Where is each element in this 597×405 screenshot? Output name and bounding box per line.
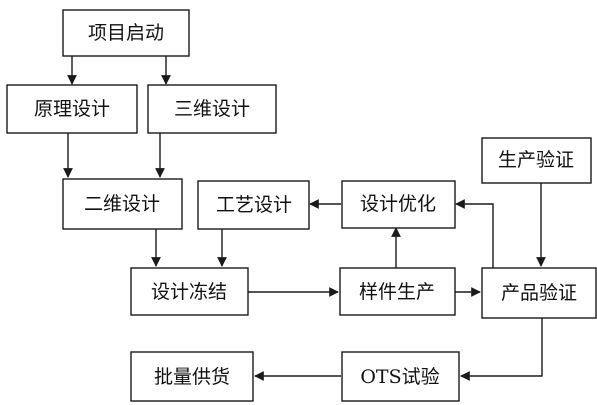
node-design-optimization: 设计优化 [341, 180, 456, 229]
node-label: OTS试验 [360, 366, 439, 388]
node-project-start: 项目启动 [62, 9, 190, 57]
node-label: 生产验证 [498, 149, 574, 171]
node-design-freeze: 设计冻结 [130, 267, 249, 316]
node-label: 二维设计 [84, 193, 160, 215]
node-label: 批量供货 [154, 366, 230, 388]
node-label: 产品验证 [501, 282, 577, 304]
node-product-verification: 产品验证 [481, 267, 597, 319]
node-2d-design: 二维设计 [62, 178, 183, 230]
node-label: 三维设计 [174, 98, 250, 120]
node-label: 项目启动 [88, 22, 164, 44]
node-ots-test: OTS试验 [341, 351, 460, 402]
node-label: 工艺设计 [216, 194, 292, 216]
node-principle-design: 原理设计 [6, 84, 138, 134]
node-batch-supply: 批量供货 [130, 351, 254, 402]
node-label: 设计优化 [360, 193, 436, 215]
node-3d-design: 三维设计 [147, 84, 277, 134]
node-label: 样件生产 [359, 281, 435, 303]
node-sample-production: 样件生产 [339, 267, 456, 316]
node-label: 设计冻结 [151, 281, 227, 303]
node-label: 原理设计 [34, 98, 110, 120]
node-production-verification: 生产验证 [481, 137, 592, 184]
edges [63, 56, 546, 381]
edge-product-verification-to-ots-test [460, 318, 543, 381]
node-process-design: 工艺设计 [197, 180, 310, 230]
edge-product-verification-to-design-optimization [455, 199, 494, 268]
